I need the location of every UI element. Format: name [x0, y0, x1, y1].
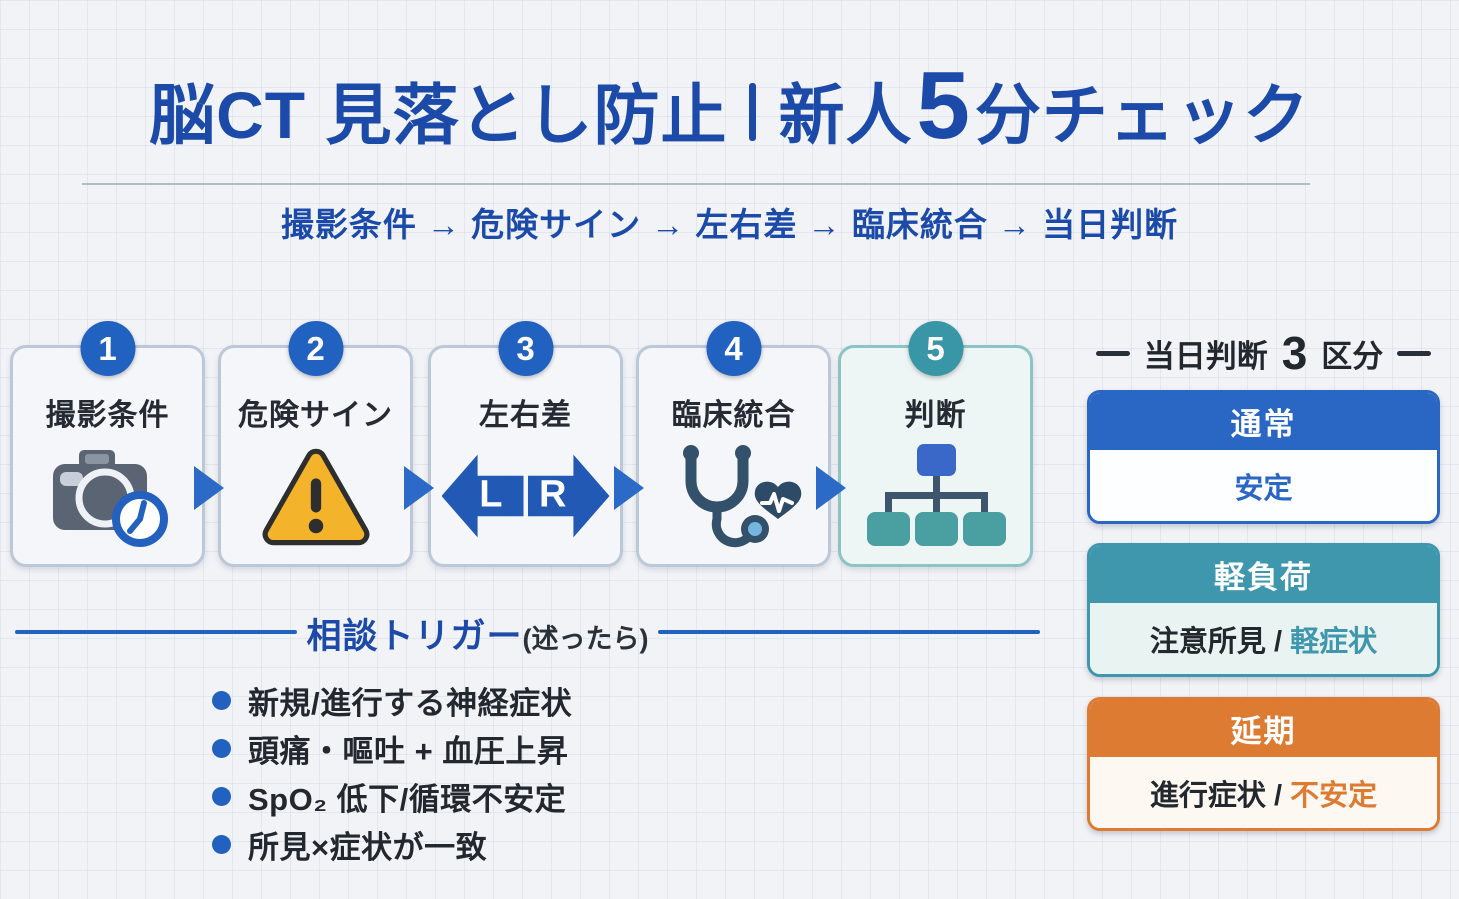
step-label: 臨床統合: [671, 399, 796, 432]
category-title: 通常: [1090, 393, 1437, 450]
title-underline: [82, 183, 1310, 185]
step-card-left-right-difference: 3 左右差 L R: [428, 321, 623, 567]
left-letter: L: [479, 473, 503, 516]
step-number-badge: 1: [80, 321, 135, 376]
category-title: 延期: [1090, 700, 1437, 757]
divider-line-right: [658, 630, 1040, 634]
stethoscope-heart-icon: [639, 436, 828, 556]
flow-arrow-icon: [194, 466, 224, 510]
trigger-list: 新規/進行する神経症状 頭痛・嘔吐 + 血圧上昇 SpO₂ 低下/循環不安定 所…: [212, 676, 572, 868]
category-normal: 通常 安定: [1087, 390, 1440, 524]
category-condition: 注意所見 / 軽症状: [1090, 603, 1437, 674]
left-arrow-shape: L: [441, 454, 524, 538]
trigger-title: 相談トリガー: [306, 617, 523, 656]
flow-arrow-icon: [404, 466, 434, 510]
category-postpone: 延期 進行症状 / 不安定: [1087, 697, 1440, 831]
warning-triangle-icon: [221, 436, 410, 556]
right-letter: R: [538, 473, 567, 516]
step-card-clinical-integration: 4 臨床統合: [636, 321, 831, 567]
category-condition: 安定: [1090, 450, 1437, 521]
heading-suffix: 区分: [1321, 338, 1384, 374]
trigger-item: 頭痛・嘔吐 + 血圧上昇: [212, 724, 572, 772]
step-number-badge: 5: [908, 321, 963, 376]
title-number: 5: [916, 52, 971, 159]
divider-line-left: [15, 630, 297, 634]
flow-arrow-icon: [816, 466, 846, 510]
process-overview: 撮影条件 → 危険サイン → 左右差 → 臨床統合 → 当日判断: [280, 206, 1179, 243]
heading-prefix: 当日判断: [1143, 338, 1268, 374]
trigger-note: (述ったら): [522, 624, 649, 654]
step-card-shooting-conditions: 1 撮影条件: [10, 321, 205, 567]
heading-dash: [1397, 350, 1432, 356]
category-condition: 進行症状 / 不安定: [1090, 757, 1437, 828]
step-number-badge: 2: [288, 321, 343, 376]
trigger-item: 新規/進行する神経症状: [212, 676, 572, 724]
flow-arrow-icon: [614, 466, 644, 510]
title-right-prefix: 新人: [778, 78, 913, 152]
step-number-badge: 3: [498, 321, 553, 376]
steps-flow: 1 撮影条件 2 危険サイン: [10, 321, 1033, 567]
bullet-dot-icon: [212, 738, 231, 758]
step-card-danger-signs: 2 危険サイン: [218, 321, 413, 567]
heading-dash: [1095, 350, 1130, 356]
step-card-judgment: 5 判断: [838, 321, 1033, 567]
bullet-dot-icon: [212, 786, 231, 806]
step-label: 撮影条件: [45, 399, 170, 432]
step-number-badge: 4: [706, 321, 761, 376]
category-light-load: 軽負荷 注意所見 / 軽症状: [1087, 543, 1440, 677]
left-right-arrows-icon: L R: [431, 436, 620, 556]
step-label: 判断: [904, 399, 967, 432]
decision-tree-icon: [841, 436, 1030, 556]
bullet-dot-icon: [212, 690, 231, 710]
step-label: 危険サイン: [238, 399, 393, 432]
camera-clock-icon: [13, 436, 202, 556]
same-day-judgment-heading: 当日判断 3 区分: [1080, 330, 1447, 376]
trigger-item: SpO₂ 低下/循環不安定: [212, 772, 572, 820]
page-title: 脳CT 見落とし防止 新人 5 分チェック: [0, 58, 1459, 158]
right-arrow-shape: R: [527, 454, 610, 538]
bullet-dot-icon: [212, 834, 231, 854]
title-left: 脳CT 見落とし防止: [149, 78, 728, 152]
step-label: 左右差: [479, 399, 572, 432]
title-divider-bar: [749, 83, 757, 141]
title-right-suffix: 分チェック: [974, 78, 1310, 152]
heading-number: 3: [1281, 327, 1308, 379]
category-title: 軽負荷: [1090, 546, 1437, 603]
trigger-heading: 相談トリガー (述ったら): [297, 608, 658, 659]
trigger-item: 所見×症状が一致: [212, 820, 572, 868]
